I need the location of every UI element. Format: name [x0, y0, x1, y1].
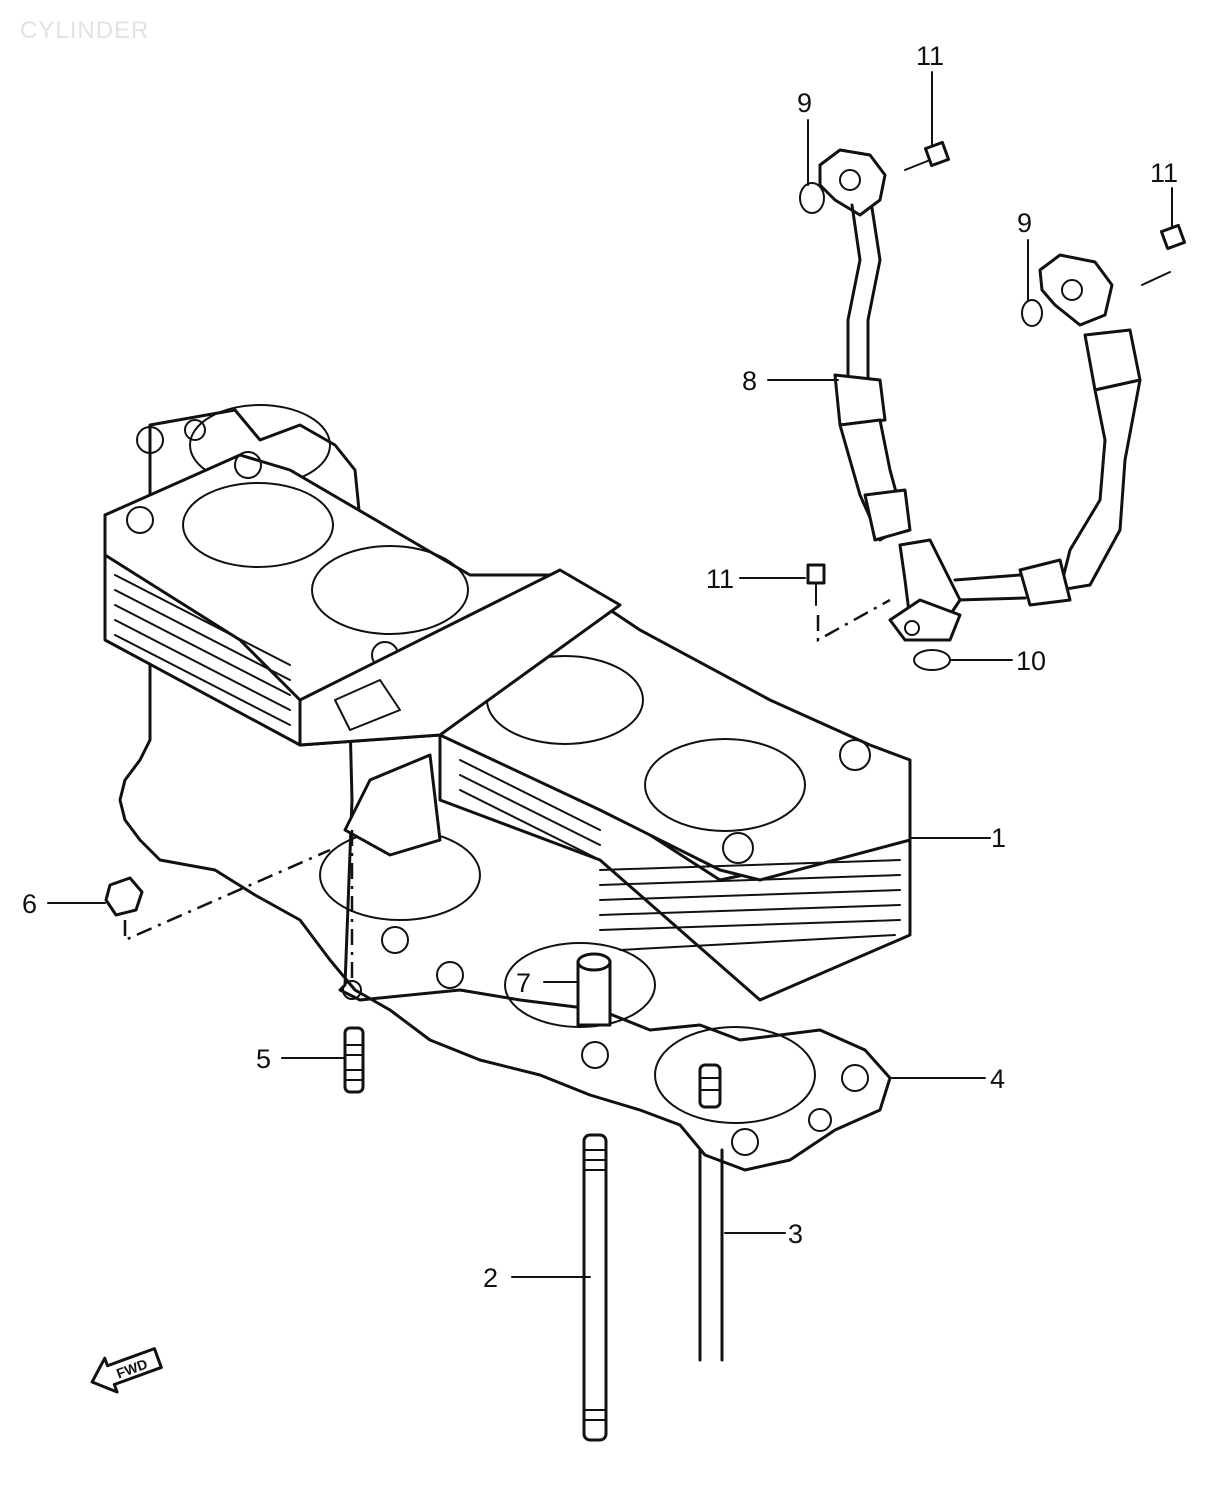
label-part-9-left: 9	[797, 88, 812, 118]
stud-5	[343, 1026, 365, 1094]
stud-bolt-3	[698, 1148, 724, 1362]
bolt-11-lower	[806, 563, 826, 606]
label-part-7: 7	[516, 968, 531, 998]
nut-6	[104, 876, 144, 917]
label-part-6: 6	[22, 889, 37, 919]
oil-pipe-assembly	[818, 148, 1142, 642]
label-part-10: 10	[1016, 646, 1046, 676]
diagram-title: CYLINDER	[20, 17, 149, 44]
label-part-8: 8	[742, 366, 757, 396]
label-part-3: 3	[788, 1219, 803, 1249]
bolt-11-right	[1141, 223, 1187, 286]
assembly-line-11	[816, 598, 891, 643]
label-part-11-lower: 11	[706, 564, 734, 594]
label-part-11-top: 11	[916, 41, 944, 71]
part-number-labels: 1 2 3 4 5 6 7 8 9 9 10 11 11 11	[22, 41, 1178, 1293]
fwd-arrow: FWD	[90, 1347, 163, 1394]
stud-3-top	[698, 1063, 722, 1109]
stud-bolt-2	[582, 1133, 608, 1442]
label-part-2: 2	[483, 1263, 498, 1293]
washer-10	[913, 649, 951, 671]
bolt-11-top	[904, 140, 951, 171]
dowel-pin-7	[576, 952, 612, 1027]
label-part-11-right: 11	[1150, 158, 1178, 188]
label-part-5: 5	[256, 1044, 271, 1074]
assembly-line-6	[123, 848, 331, 942]
leader-lines	[47, 71, 1173, 1278]
o-ring-9-right	[1021, 299, 1043, 327]
cylinder-block	[103, 451, 912, 1002]
o-ring-9-left	[799, 182, 825, 214]
label-part-9-right: 9	[1017, 208, 1032, 238]
label-part-1: 1	[991, 823, 1006, 853]
label-part-4: 4	[990, 1064, 1005, 1094]
